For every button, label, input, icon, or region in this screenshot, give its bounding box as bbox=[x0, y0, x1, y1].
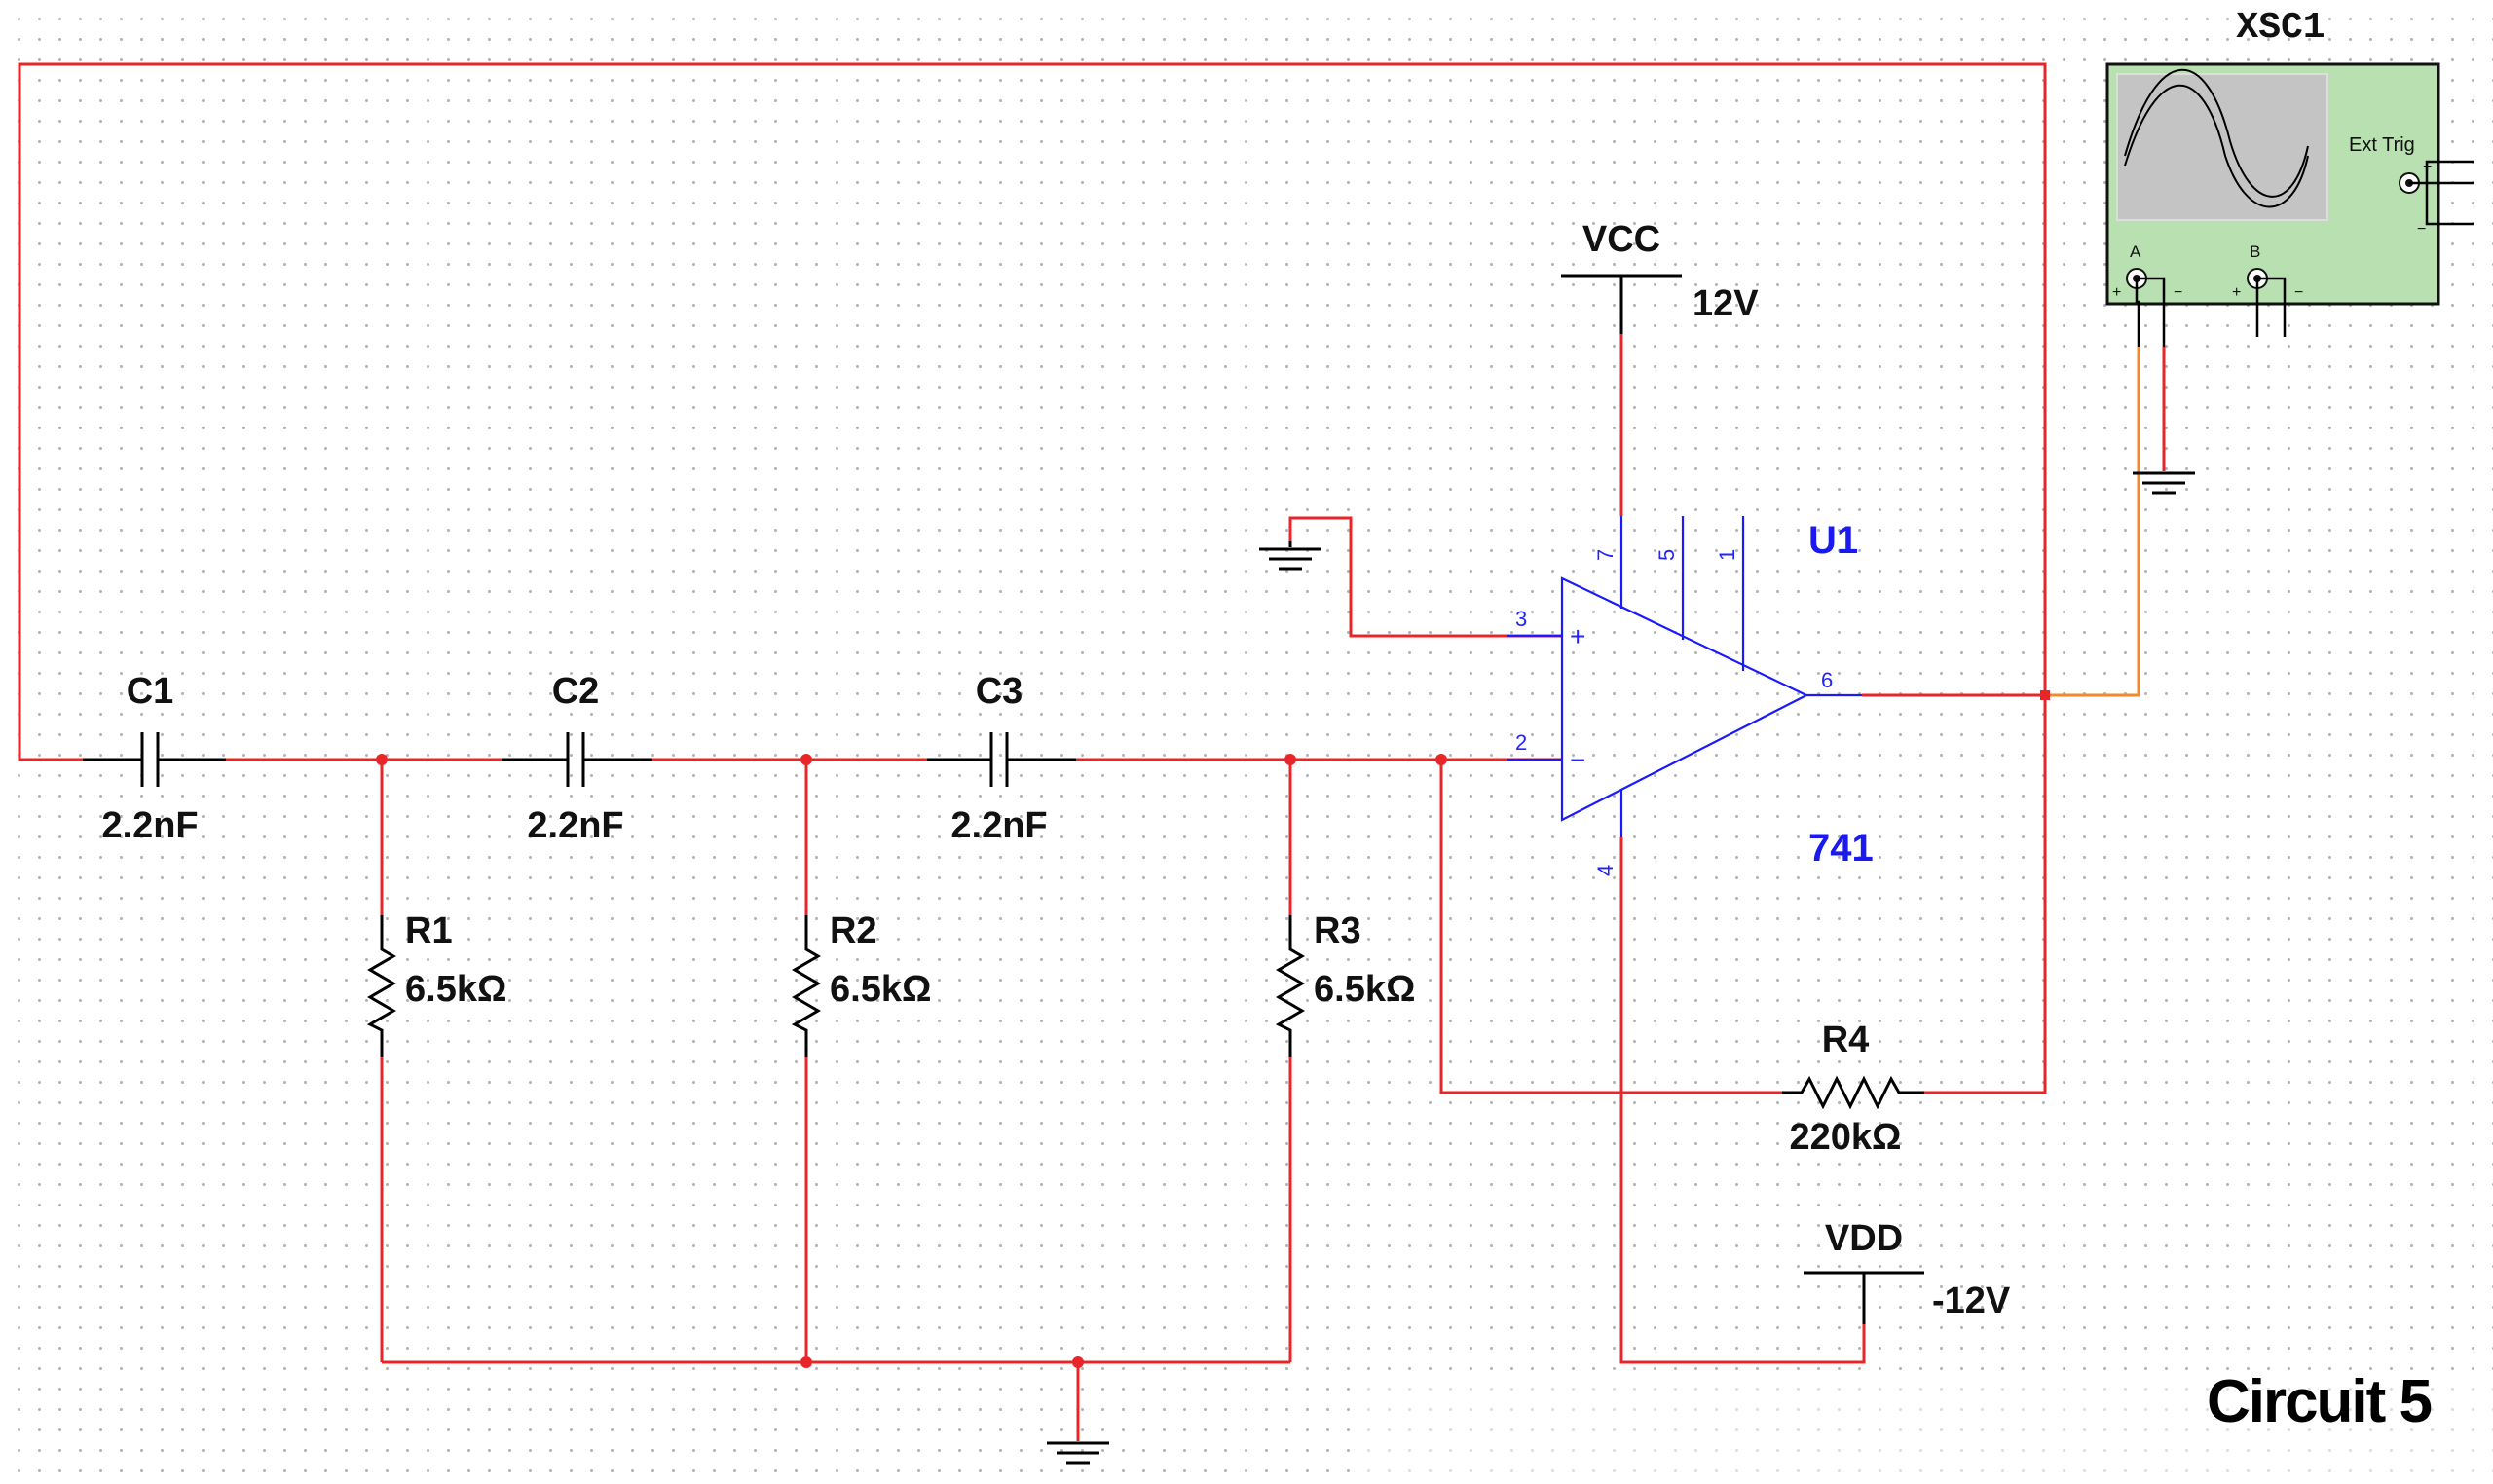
pin-1-label: 1 bbox=[1715, 549, 1739, 561]
resistor-r4[interactable]: R4 220kΩ bbox=[1782, 1020, 1924, 1158]
capacitor-c2[interactable]: C2 2.2nF bbox=[502, 671, 652, 846]
wire-r4-left[interactable] bbox=[1439, 760, 1782, 1094]
u1-model: 741 bbox=[1808, 827, 1874, 870]
capacitor-c1[interactable]: C1 2.2nF bbox=[83, 671, 226, 846]
junction-dot bbox=[800, 1356, 812, 1368]
pin-5-label: 5 bbox=[1655, 549, 1679, 561]
capacitor-c3[interactable]: C3 2.2nF bbox=[927, 671, 1076, 846]
pin-4-label: 4 bbox=[1593, 865, 1618, 876]
c3-name: C3 bbox=[976, 671, 1023, 712]
vdd-name: VDD bbox=[1825, 1218, 1903, 1259]
u1-name: U1 bbox=[1808, 519, 1858, 562]
ground-symbol-noninv bbox=[1259, 541, 1321, 571]
wire-r4-right[interactable] bbox=[1924, 695, 2047, 1094]
junction-dot bbox=[2040, 690, 2050, 700]
c1-name: C1 bbox=[127, 671, 174, 712]
opamp-u1[interactable]: 3 2 6 7 5 1 4 + − U1 741 bbox=[1507, 516, 1874, 876]
r2-value: 6.5kΩ bbox=[830, 969, 931, 1010]
oscilloscope-xsc1[interactable]: XSC1 Ext Trig + − A + − B + − bbox=[2105, 7, 2474, 347]
pin-7-label: 7 bbox=[1593, 549, 1618, 561]
junction-dot bbox=[376, 754, 388, 765]
pin-3-label: 3 bbox=[1515, 607, 1527, 631]
r2-name: R2 bbox=[830, 910, 877, 951]
channel-a-label: A bbox=[2130, 242, 2141, 261]
ground-symbol-bus bbox=[1047, 1441, 1109, 1465]
scope-trace-a bbox=[2124, 68, 2309, 198]
wire-noninv-ground[interactable] bbox=[1288, 516, 1562, 638]
figure-caption: Circuit 5 bbox=[2207, 1368, 2432, 1435]
scope-trace-b bbox=[2124, 84, 2309, 208]
caption-backdrop bbox=[1363, 1373, 2493, 1484]
vcc-name: VCC bbox=[1582, 219, 1660, 260]
r3-name: R3 bbox=[1314, 910, 1361, 951]
r1-value: 6.5kΩ bbox=[405, 969, 506, 1010]
inverting-symbol: − bbox=[1570, 745, 1585, 775]
channel-a-plus: + bbox=[2112, 284, 2121, 301]
junctions bbox=[376, 690, 2050, 1368]
channel-a-minus: − bbox=[2174, 284, 2182, 301]
wire-vdd[interactable] bbox=[1619, 837, 1866, 1364]
ground-symbol-scope bbox=[2133, 471, 2195, 495]
vdd-source[interactable]: VDD -12V bbox=[1804, 1218, 2011, 1324]
r4-name: R4 bbox=[1822, 1020, 1870, 1060]
junction-dot bbox=[1284, 754, 1296, 765]
r3-value: 6.5kΩ bbox=[1314, 969, 1415, 1010]
ext-trig-minus: − bbox=[2417, 221, 2426, 238]
ext-trig-plus: + bbox=[2423, 159, 2432, 175]
vcc-value: 12V bbox=[1693, 283, 1759, 324]
c2-value: 2.2nF bbox=[527, 805, 623, 846]
noninverting-symbol: + bbox=[1570, 621, 1585, 651]
resistor-r1[interactable]: R1 6.5kΩ bbox=[366, 910, 506, 1057]
r4-value: 220kΩ bbox=[1789, 1117, 1901, 1158]
junction-dot bbox=[1435, 754, 1447, 765]
vdd-value: -12V bbox=[1932, 1280, 2011, 1321]
resistor-r2[interactable]: R2 6.5kΩ bbox=[791, 910, 931, 1057]
c3-value: 2.2nF bbox=[950, 805, 1047, 846]
wire-scope-a[interactable] bbox=[2045, 347, 2140, 697]
c2-name: C2 bbox=[552, 671, 600, 712]
wire-top-feedback[interactable] bbox=[18, 62, 2047, 761]
c1-value: 2.2nF bbox=[101, 805, 198, 846]
xsc1-name: XSC1 bbox=[2236, 7, 2325, 49]
channel-b-label: B bbox=[2250, 242, 2260, 261]
pin-2-label: 2 bbox=[1515, 730, 1527, 755]
channel-b-minus: − bbox=[2294, 284, 2303, 301]
r1-name: R1 bbox=[405, 910, 453, 951]
pin-6-label: 6 bbox=[1821, 668, 1833, 692]
resistor-r3[interactable]: R3 6.5kΩ bbox=[1275, 910, 1415, 1057]
junction-dot bbox=[800, 754, 812, 765]
junction-dot bbox=[1072, 1356, 1084, 1368]
channel-b-plus: + bbox=[2232, 284, 2241, 301]
ext-trig-label: Ext Trig bbox=[2349, 134, 2415, 156]
vcc-source[interactable]: VCC 12V bbox=[1561, 219, 1759, 334]
wires bbox=[18, 62, 2166, 1441]
